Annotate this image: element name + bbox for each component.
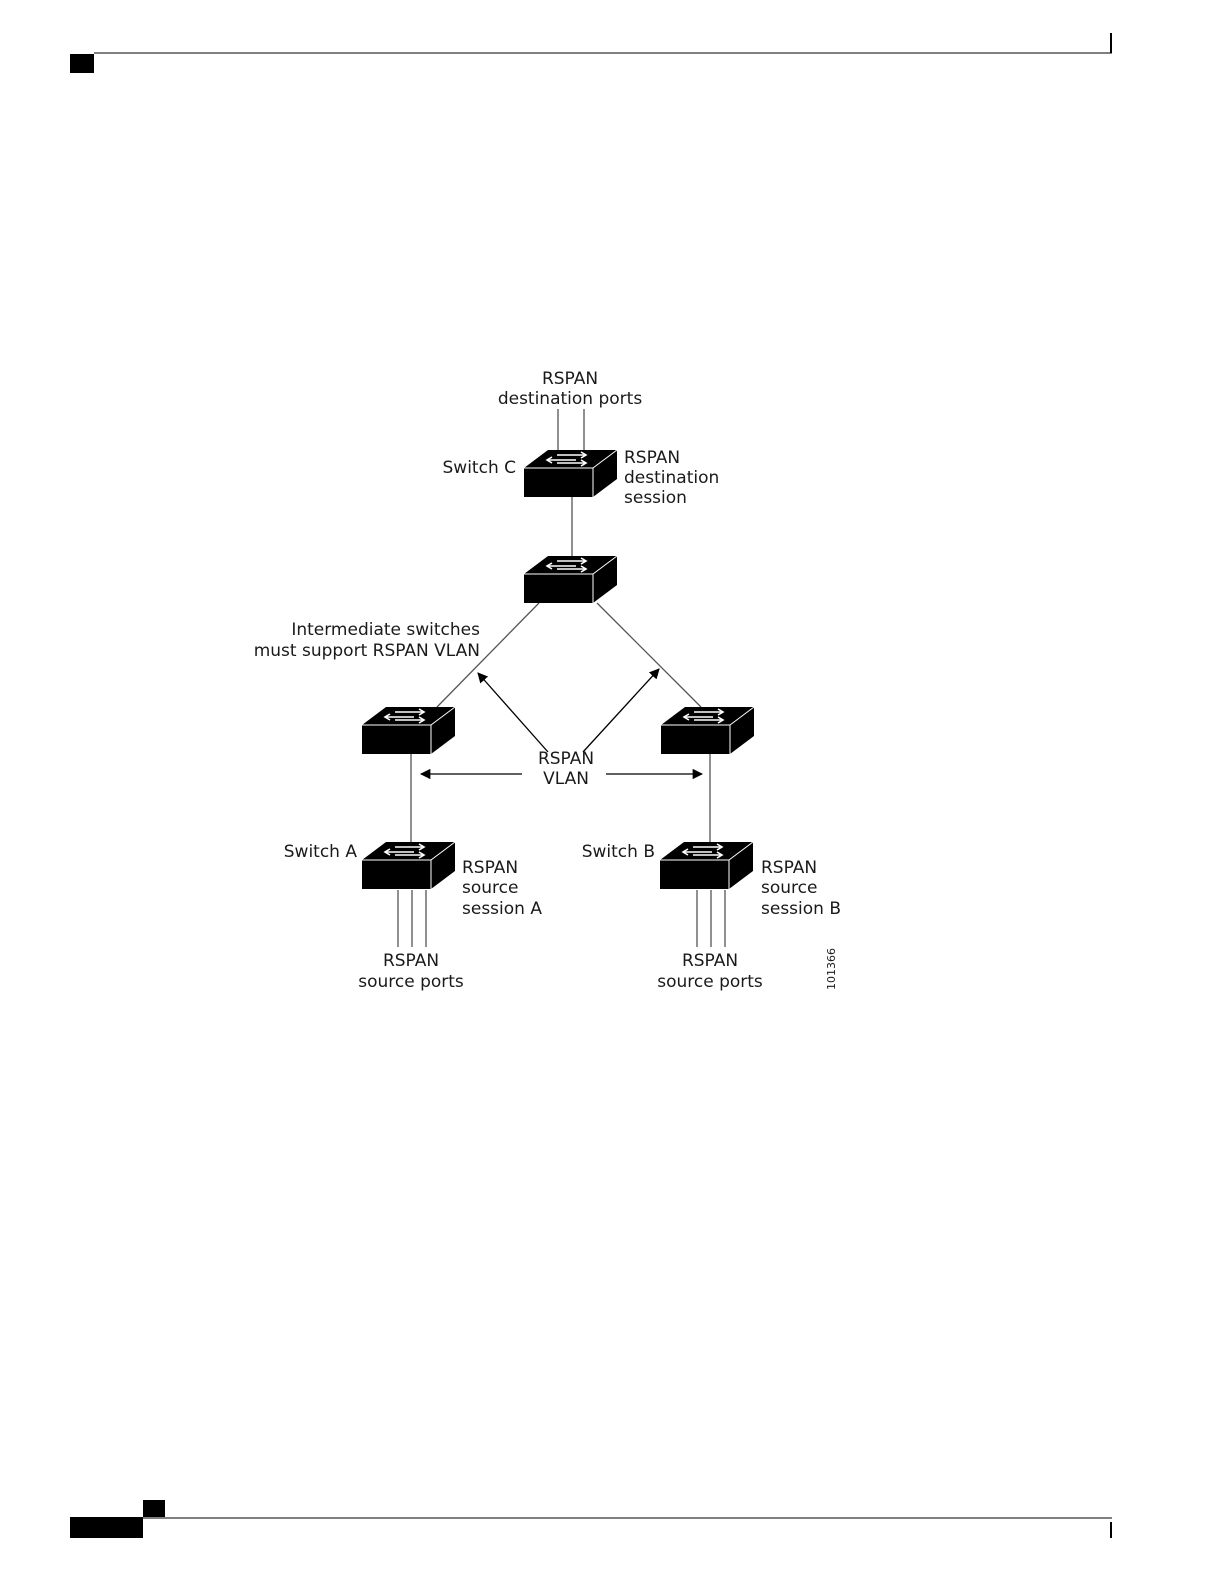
label-src-ports-a-1: RSPAN bbox=[383, 951, 439, 971]
vlan-arrow-up-right bbox=[583, 669, 659, 752]
label-intermediate-2: must support RSPAN VLAN bbox=[254, 641, 480, 661]
label-src-session-a-1: RSPAN bbox=[462, 858, 518, 878]
figure-id: 101366 bbox=[825, 948, 838, 990]
label-src-session-a-2: source bbox=[462, 878, 518, 898]
label-switch-a: Switch A bbox=[284, 842, 358, 862]
label-src-ports-b-2: source ports bbox=[657, 972, 763, 992]
footer-block bbox=[70, 1517, 143, 1538]
label-vlan-2: VLAN bbox=[543, 769, 589, 789]
link-top-to-right bbox=[597, 603, 701, 707]
label-src-ports-a-2: source ports bbox=[358, 972, 464, 992]
switch-b-icon bbox=[660, 842, 753, 889]
label-dest-session-2: destination bbox=[624, 468, 719, 488]
label-dest-session-1: RSPAN bbox=[624, 448, 680, 468]
switch-left-intermediate-icon bbox=[362, 707, 455, 754]
label-dest-ports-1: RSPAN bbox=[542, 369, 598, 389]
page-footer bbox=[70, 1500, 1112, 1538]
footer-marker bbox=[143, 1500, 165, 1517]
label-switch-c: Switch C bbox=[443, 458, 516, 478]
label-vlan-1: RSPAN bbox=[538, 749, 594, 769]
switch-a-icon bbox=[362, 842, 455, 889]
switch-right-intermediate-icon bbox=[661, 707, 754, 754]
vlan-arrow-up-left bbox=[478, 673, 548, 752]
switch-c-icon bbox=[524, 450, 617, 497]
label-src-session-a-3: session A bbox=[462, 899, 542, 919]
label-src-ports-b-1: RSPAN bbox=[682, 951, 738, 971]
label-src-session-b-1: RSPAN bbox=[761, 858, 817, 878]
label-intermediate-1: Intermediate switches bbox=[291, 620, 480, 640]
label-switch-b: Switch B bbox=[582, 842, 655, 862]
label-dest-session-3: session bbox=[624, 488, 687, 508]
page-header bbox=[70, 33, 1112, 73]
header-marker bbox=[70, 54, 94, 73]
switch-top-intermediate-icon bbox=[524, 556, 617, 603]
label-src-session-b-3: session B bbox=[761, 899, 841, 919]
label-src-session-b-2: source bbox=[761, 878, 817, 898]
label-dest-ports-2: destination ports bbox=[498, 389, 643, 409]
